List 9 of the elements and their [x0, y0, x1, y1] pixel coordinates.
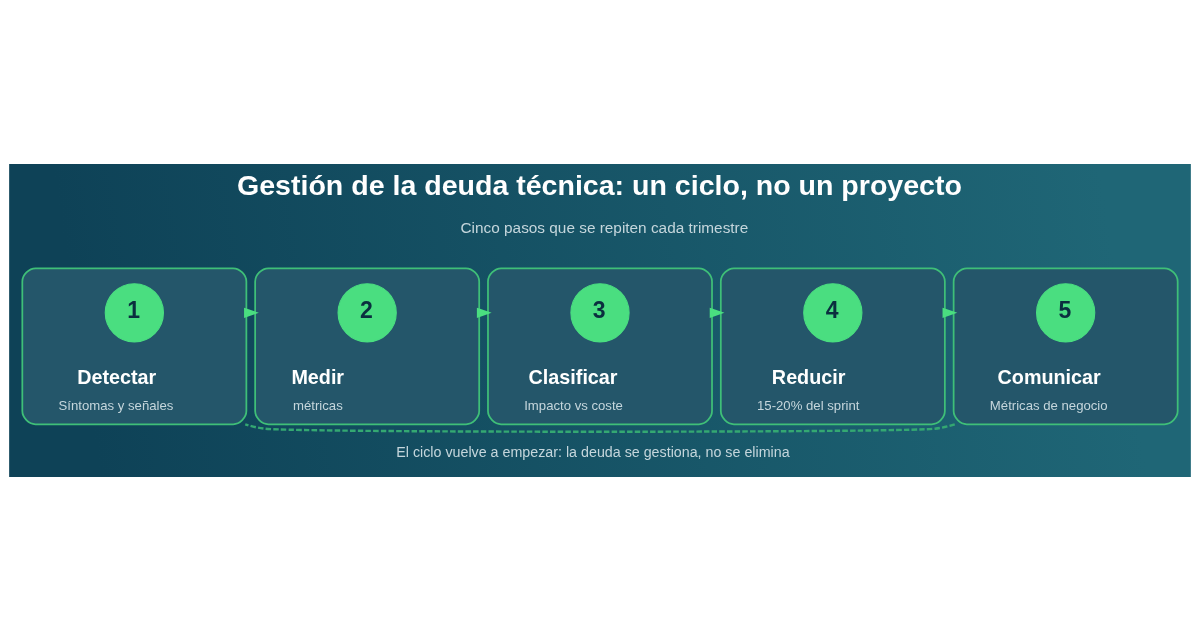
diagram-title: Gestión de la deuda técnica: un ciclo, no un proyecto [237, 168, 962, 201]
node-circle: 4 [803, 282, 863, 342]
node-circle: 3 [570, 282, 630, 342]
connector [244, 422, 956, 433]
node-circle: 1 [104, 282, 164, 342]
node-circle: 2 [337, 282, 397, 342]
label: Cinco pasos que se repiten cada trimestre [460, 218, 749, 236]
caption: El ciclo vuelve a empezar: la deuda se gestiona, no se elimina [396, 443, 790, 460]
node-circle: 5 [1036, 282, 1096, 342]
